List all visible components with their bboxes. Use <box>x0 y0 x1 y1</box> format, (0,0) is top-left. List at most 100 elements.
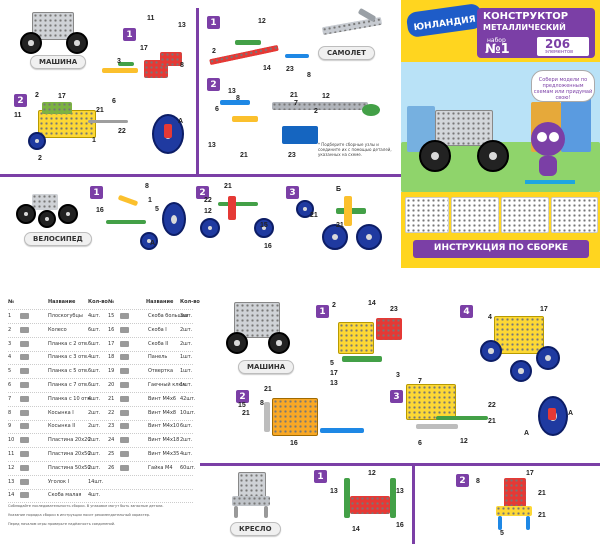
plane-model-image <box>318 7 388 44</box>
part-thumbnail-icon <box>120 368 129 375</box>
callout-car-7: 17 <box>58 93 66 100</box>
cover-title-box: КОНСТРУКТОР МЕТАЛЛИЧЕСКИЙ набор №1 206 э… <box>477 8 595 58</box>
table-cell-name: Планка с 3 отв. <box>48 354 89 361</box>
callout-bike-2: 1 <box>148 197 152 204</box>
part-thumbnail-icon <box>20 423 29 430</box>
chair-step1-assembly <box>330 472 410 538</box>
callout-car-1: 11 <box>147 15 155 22</box>
bike-step3-assembly <box>296 188 396 260</box>
table-cell-qty: 1шт. <box>180 354 193 361</box>
table-cell-qty: 2шт. <box>88 437 101 444</box>
callout-br-11: 5 <box>330 360 334 367</box>
table-cell-qty: 1шт. <box>180 368 193 375</box>
callout-plane-8: 7 <box>294 100 298 107</box>
table-cell-n: 12 <box>8 464 15 471</box>
model-car2-label: МАШИНА <box>238 360 295 374</box>
callout-plane-2: 2 <box>212 48 216 55</box>
part-thumbnail-icon <box>20 354 29 361</box>
callout-car-13: 1 <box>92 137 96 144</box>
table-cell-qty: 2шт. <box>180 437 193 444</box>
callout-br-6: 17 <box>540 306 548 313</box>
table-cell-name: Гайка М4 <box>148 464 173 471</box>
table-cell-qty: 10шт. <box>180 409 196 416</box>
step-badge-bike-1: 1 <box>90 186 103 199</box>
table-note-3: Перед началом игры проверьте надёжность … <box>8 522 116 526</box>
callout-car-2: 17 <box>140 45 148 52</box>
callout-br-18: 21 <box>488 418 496 425</box>
table-cell-n: 5 <box>8 368 12 375</box>
callout-br-5: 4 <box>488 314 492 321</box>
header-name-left: Название <box>48 299 76 305</box>
part-thumbnail-icon <box>120 409 129 416</box>
callout-chair-6: 5 <box>500 530 504 537</box>
callout-br-19: 6 <box>418 440 422 447</box>
table-cell-qty: 4шт. <box>88 492 101 499</box>
table-cell-qty: 14шт. <box>88 478 104 485</box>
table-cell-name: Винт М4х35 <box>148 451 180 457</box>
br-chair-step-2: 2 <box>456 474 469 487</box>
callout-chair-3: 13 <box>396 488 404 495</box>
table-cell-n: 16 <box>108 326 115 333</box>
table-cell-name: Плоскогубцы <box>48 313 83 319</box>
callout-chair-5: 16 <box>396 522 404 529</box>
callout-bike-10: 21 <box>336 222 344 229</box>
callout-plane-3: 14 <box>263 65 271 72</box>
header-qty-left: Кол-во <box>88 299 108 305</box>
callout-br-14: 16 <box>290 440 298 447</box>
callout-plane-5: 8 <box>307 72 311 79</box>
step-badge-plane-2: 2 <box>207 78 220 91</box>
wheel-detail-a <box>148 110 188 160</box>
part-thumbnail-icon <box>120 423 129 430</box>
table-cell-name: Скоба I <box>148 326 167 333</box>
br-step-2: 2 <box>236 390 249 403</box>
table-cell-n: 9 <box>8 423 12 430</box>
table-cell-qty: 2шт. <box>180 340 193 347</box>
table-cell-qty: 4шт. <box>88 354 101 361</box>
br-step-1: 1 <box>316 305 329 318</box>
callout-plane-9: 12 <box>322 93 330 100</box>
table-cell-name: Гаечный ключ <box>148 382 186 388</box>
callout-chair-1: 13 <box>330 488 338 495</box>
brand-logo: ЮНЛАНДИЯ <box>405 2 483 39</box>
table-cell-qty: 2шт. <box>88 423 101 430</box>
part-thumbnail-icon <box>120 382 129 388</box>
bike-step1-assembly <box>92 190 192 250</box>
plane-note: * Подберите сборные узлы и соедините их … <box>318 142 392 157</box>
callout-car-3: 13 <box>178 22 186 29</box>
car2-step2-assembly <box>260 390 370 454</box>
robot-car <box>417 102 509 174</box>
callout-plane-12: 21 <box>240 152 248 159</box>
part-thumbnail-icon <box>120 451 129 457</box>
callout-br-3: 23 <box>390 306 398 313</box>
callout-plane-13: 13 <box>208 142 216 149</box>
table-cell-n: 22 <box>108 409 115 416</box>
callout-plane-6: 13 <box>228 88 236 95</box>
table-cell-n: 10 <box>8 437 15 444</box>
callout-car-9: 22 <box>118 128 126 135</box>
car2-model-image <box>226 300 290 354</box>
part-thumbnail-icon <box>20 464 29 471</box>
car2-step1-assembly <box>330 312 410 376</box>
callout-bike-11: Б <box>336 186 342 193</box>
table-cell-name: Косынка I <box>48 409 74 416</box>
callout-bike-9: 21 <box>310 212 318 219</box>
table-cell-qty: 6шт. <box>88 326 101 333</box>
callout-bike-6: 22 <box>204 197 212 204</box>
header-num-right: № <box>108 299 115 305</box>
callout-br-9: 21 <box>242 410 250 417</box>
car2-step3-assembly <box>396 382 496 454</box>
part-thumbnail-icon <box>120 395 129 402</box>
part-thumbnail-icon <box>20 368 29 375</box>
instruction-banner-text: ИНСТРУКЦИЯ ПО СБОРКЕ <box>433 243 569 253</box>
part-thumbnail-icon <box>20 326 29 333</box>
cover-title-line2: МЕТАЛЛИЧЕСКИЙ <box>483 23 566 32</box>
table-notes: Соблюдайте последовательность сборки. В … <box>8 504 193 526</box>
table-cell-n: 1 <box>8 313 12 319</box>
callout-bike-12: 16 <box>264 243 272 250</box>
callout-car-6: 2 <box>35 92 39 99</box>
speech-bubble: Собери модели по предложенным схемам или… <box>531 70 595 102</box>
callout-chair-10: 21 <box>538 512 546 519</box>
model-bike-label: ВЕЛОСИПЕД <box>24 232 92 246</box>
